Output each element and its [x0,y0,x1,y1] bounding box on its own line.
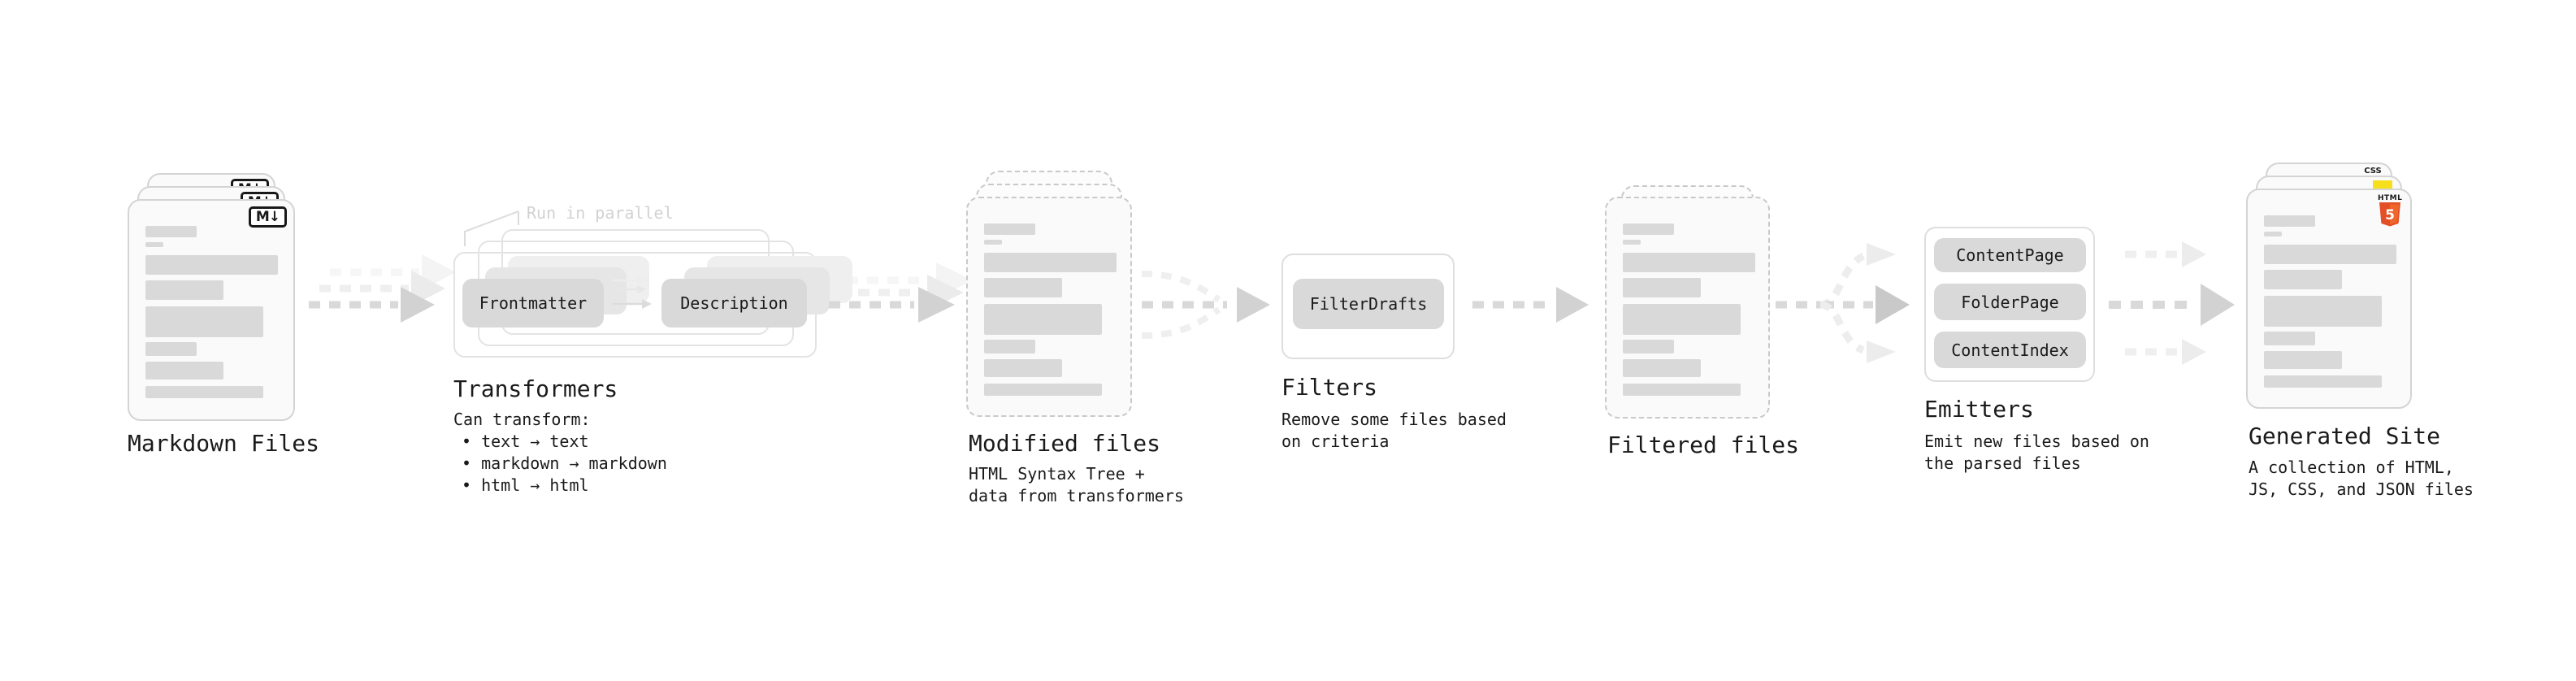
markdown-icon: M↓ [249,206,287,228]
skeleton-line [1623,359,1701,377]
modified-file-card [966,197,1132,417]
skeleton-line [2264,270,2342,289]
skeleton-line [984,240,1002,245]
file-content-skeleton [145,201,279,419]
html5-shield: 5 [2379,202,2400,227]
flow-arrow-parallel [2109,241,2235,365]
modified-files-desc: HTML Syntax Tree + data from transformer… [969,464,1184,505]
stage-title-transformers: Transformers [453,375,618,402]
transformer-box-description: Description [661,279,807,327]
skeleton-line [984,253,1117,272]
skeleton-line [1623,240,1641,245]
skeleton-line [145,306,263,337]
skeleton-line [145,386,263,398]
skeleton-line [2264,245,2396,264]
html-file-card: HTML 5 [2246,189,2412,409]
skeleton-line [1623,253,1755,272]
skeleton-line [145,242,163,247]
filters-desc: Remove some files based on criteria [1281,410,1507,451]
bullet-item: • text → text [462,432,589,451]
skeleton-line [2264,375,2382,388]
skeleton-line [2264,296,2382,327]
html5-icon-word: HTML [2378,194,2403,202]
skeleton-line [1623,304,1741,335]
bullet-item: • html → html [462,475,589,495]
stage-title-generated-site: Generated Site [2249,423,2441,449]
markdown-file-card: M↓ [128,199,295,421]
skeleton-line [2264,215,2315,227]
skeleton-line [984,223,1035,235]
parallel-arrows-icon [613,276,652,309]
transformers-bullet-list: • text → text • markdown → markdown• html… [462,431,667,497]
skeleton-line [984,359,1062,377]
generated-site-desc: A collection of HTML, JS, CSS, and JSON … [2249,458,2474,499]
stage-title-filtered-files: Filtered files [1607,432,1800,458]
skeleton-line [984,340,1035,354]
filtered-file-card [1605,197,1770,419]
skeleton-line [2264,232,2282,236]
flow-arrow [1472,287,1589,323]
flow-arrow [309,254,456,323]
skeleton-line [984,384,1102,396]
bullet-item: • markdown → markdown [462,453,667,473]
filter-box-filterdrafts: FilterDrafts [1293,279,1444,329]
emitter-box-folderpage: FolderPage [1934,284,2086,320]
skeleton-line [1623,384,1741,396]
skeleton-line [145,226,197,237]
skeleton-line [145,362,223,380]
flow-arrow [829,262,973,323]
skeleton-line [1623,278,1701,297]
skeleton-line [145,342,197,356]
stage-title-modified-files: Modified files [969,430,1161,457]
html5-icon: HTML 5 [2378,195,2402,232]
transformer-box-frontmatter: Frontmatter [462,279,604,327]
stage-title-emitters: Emitters [1924,396,2034,423]
skeleton-line [145,280,223,300]
emitter-box-contentpage: ContentPage [1934,238,2086,272]
file-content-skeleton [984,198,1117,415]
callout-line [464,210,519,246]
transformers-desc-heading: Can transform: [453,410,591,429]
file-content-skeleton [1623,198,1755,417]
skeleton-line [1623,340,1674,354]
skeleton-line [984,278,1062,297]
svg-text:5: 5 [2385,207,2395,223]
flow-arrow-fanout [1776,243,1910,363]
emitters-desc: Emit new files based on the parsed files [1924,432,2149,473]
run-in-parallel-note: Run in parallel [527,203,674,223]
skeleton-line [1623,223,1674,235]
skeleton-line [145,255,278,275]
skeleton-line [984,304,1102,335]
file-content-skeleton [2264,190,2396,407]
emitter-box-contentindex: ContentIndex [1934,332,2086,368]
stage-title-filters: Filters [1281,374,1378,401]
stage-title-markdown-files: Markdown Files [128,430,320,457]
flow-arrow-merge [1141,271,1270,339]
skeleton-line [2264,351,2342,369]
skeleton-line [2264,332,2315,345]
